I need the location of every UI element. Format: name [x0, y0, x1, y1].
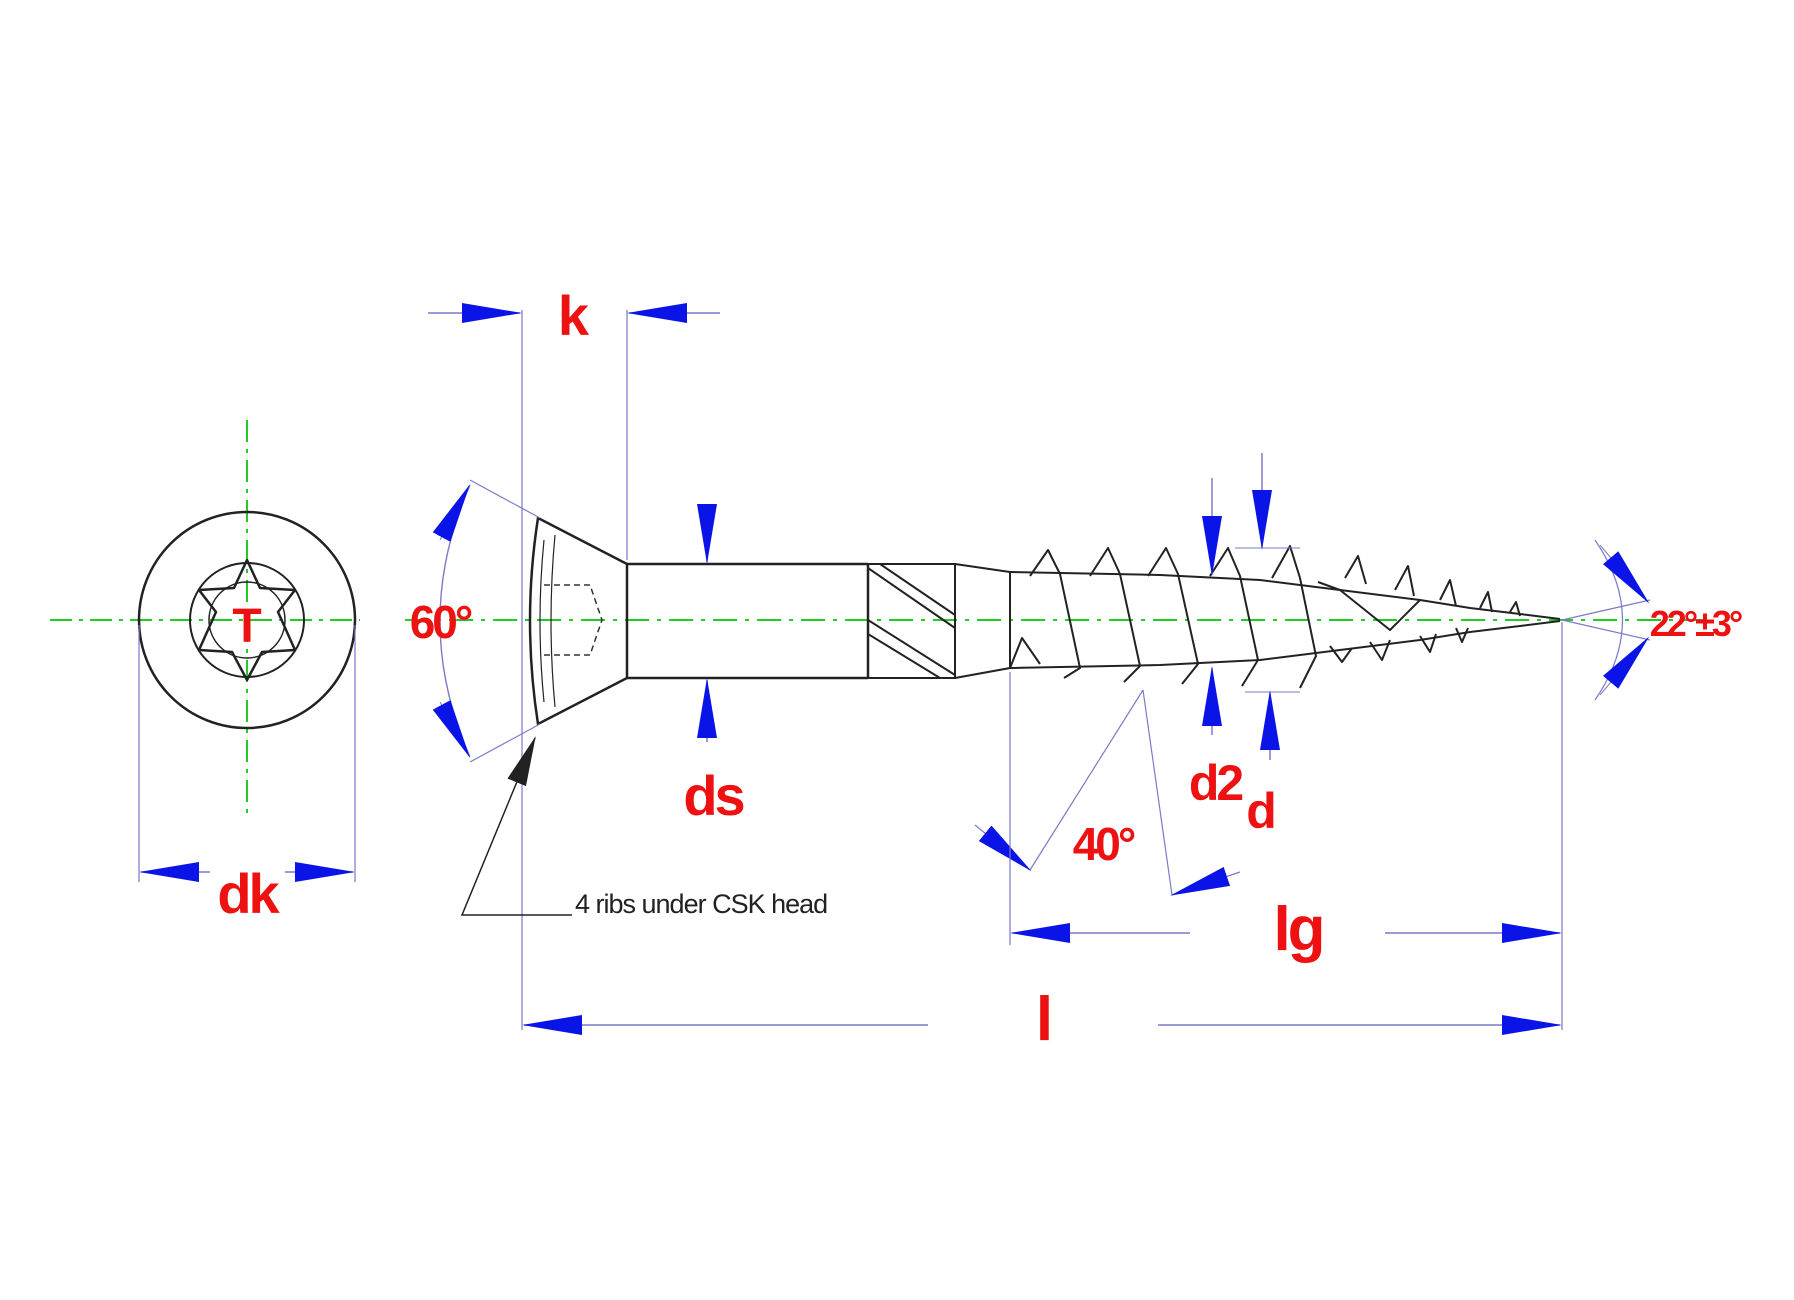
- torx-drive-icon: [197, 558, 297, 682]
- point-angle-arrow-bottom: [1599, 636, 1650, 696]
- shank-diameter-label: ds: [683, 764, 743, 827]
- shank-cutter-ribs: [867, 563, 1011, 679]
- thread-diameter-label: d: [1246, 783, 1274, 839]
- core-diameter-label: d2: [1189, 755, 1243, 811]
- recess-hidden-line: [544, 584, 603, 656]
- angle60-extension-top: [469, 479, 541, 519]
- head-diameter-label: dk: [217, 862, 280, 925]
- head-height-label: k: [558, 284, 590, 347]
- countersunk-head: [528, 516, 629, 726]
- head-inner-circle: [189, 562, 305, 678]
- ribs-note-leader: [460, 736, 572, 916]
- angle60-arrow-bottom: [432, 700, 470, 758]
- angle40-leg-right: [1142, 689, 1173, 896]
- head-end-view: T dk: [50, 420, 360, 925]
- head-rib-lines: [539, 534, 556, 708]
- angle60-arrow-top: [432, 484, 470, 542]
- point-angle-arrow-top: [1599, 544, 1650, 604]
- torx-drive-label: T: [232, 600, 261, 653]
- thread-section: [1009, 545, 1561, 689]
- angle40-arrow-left: [974, 824, 1032, 872]
- angle40-arrow-right: [1170, 866, 1241, 896]
- point-angle-label: 22°±3°: [1650, 603, 1742, 644]
- angle40-leg-left: [1029, 689, 1144, 871]
- total-length-label: l: [1036, 985, 1050, 1054]
- thread-angle-label: 40°: [1073, 818, 1135, 870]
- screw-side-view: 60° k ds d2 d 40° 22°±3°: [405, 284, 1745, 1054]
- head-outer-circle: [137, 510, 357, 730]
- ribs-note-text: 4 ribs under CSK head: [575, 889, 827, 919]
- thread-length-label: lg: [1273, 895, 1322, 964]
- head-angle-label: 60°: [410, 596, 472, 648]
- angle60-extension-bottom: [469, 723, 541, 763]
- point-angle-leg-bottom: [1561, 619, 1651, 641]
- point-angle-leg-top: [1561, 599, 1651, 621]
